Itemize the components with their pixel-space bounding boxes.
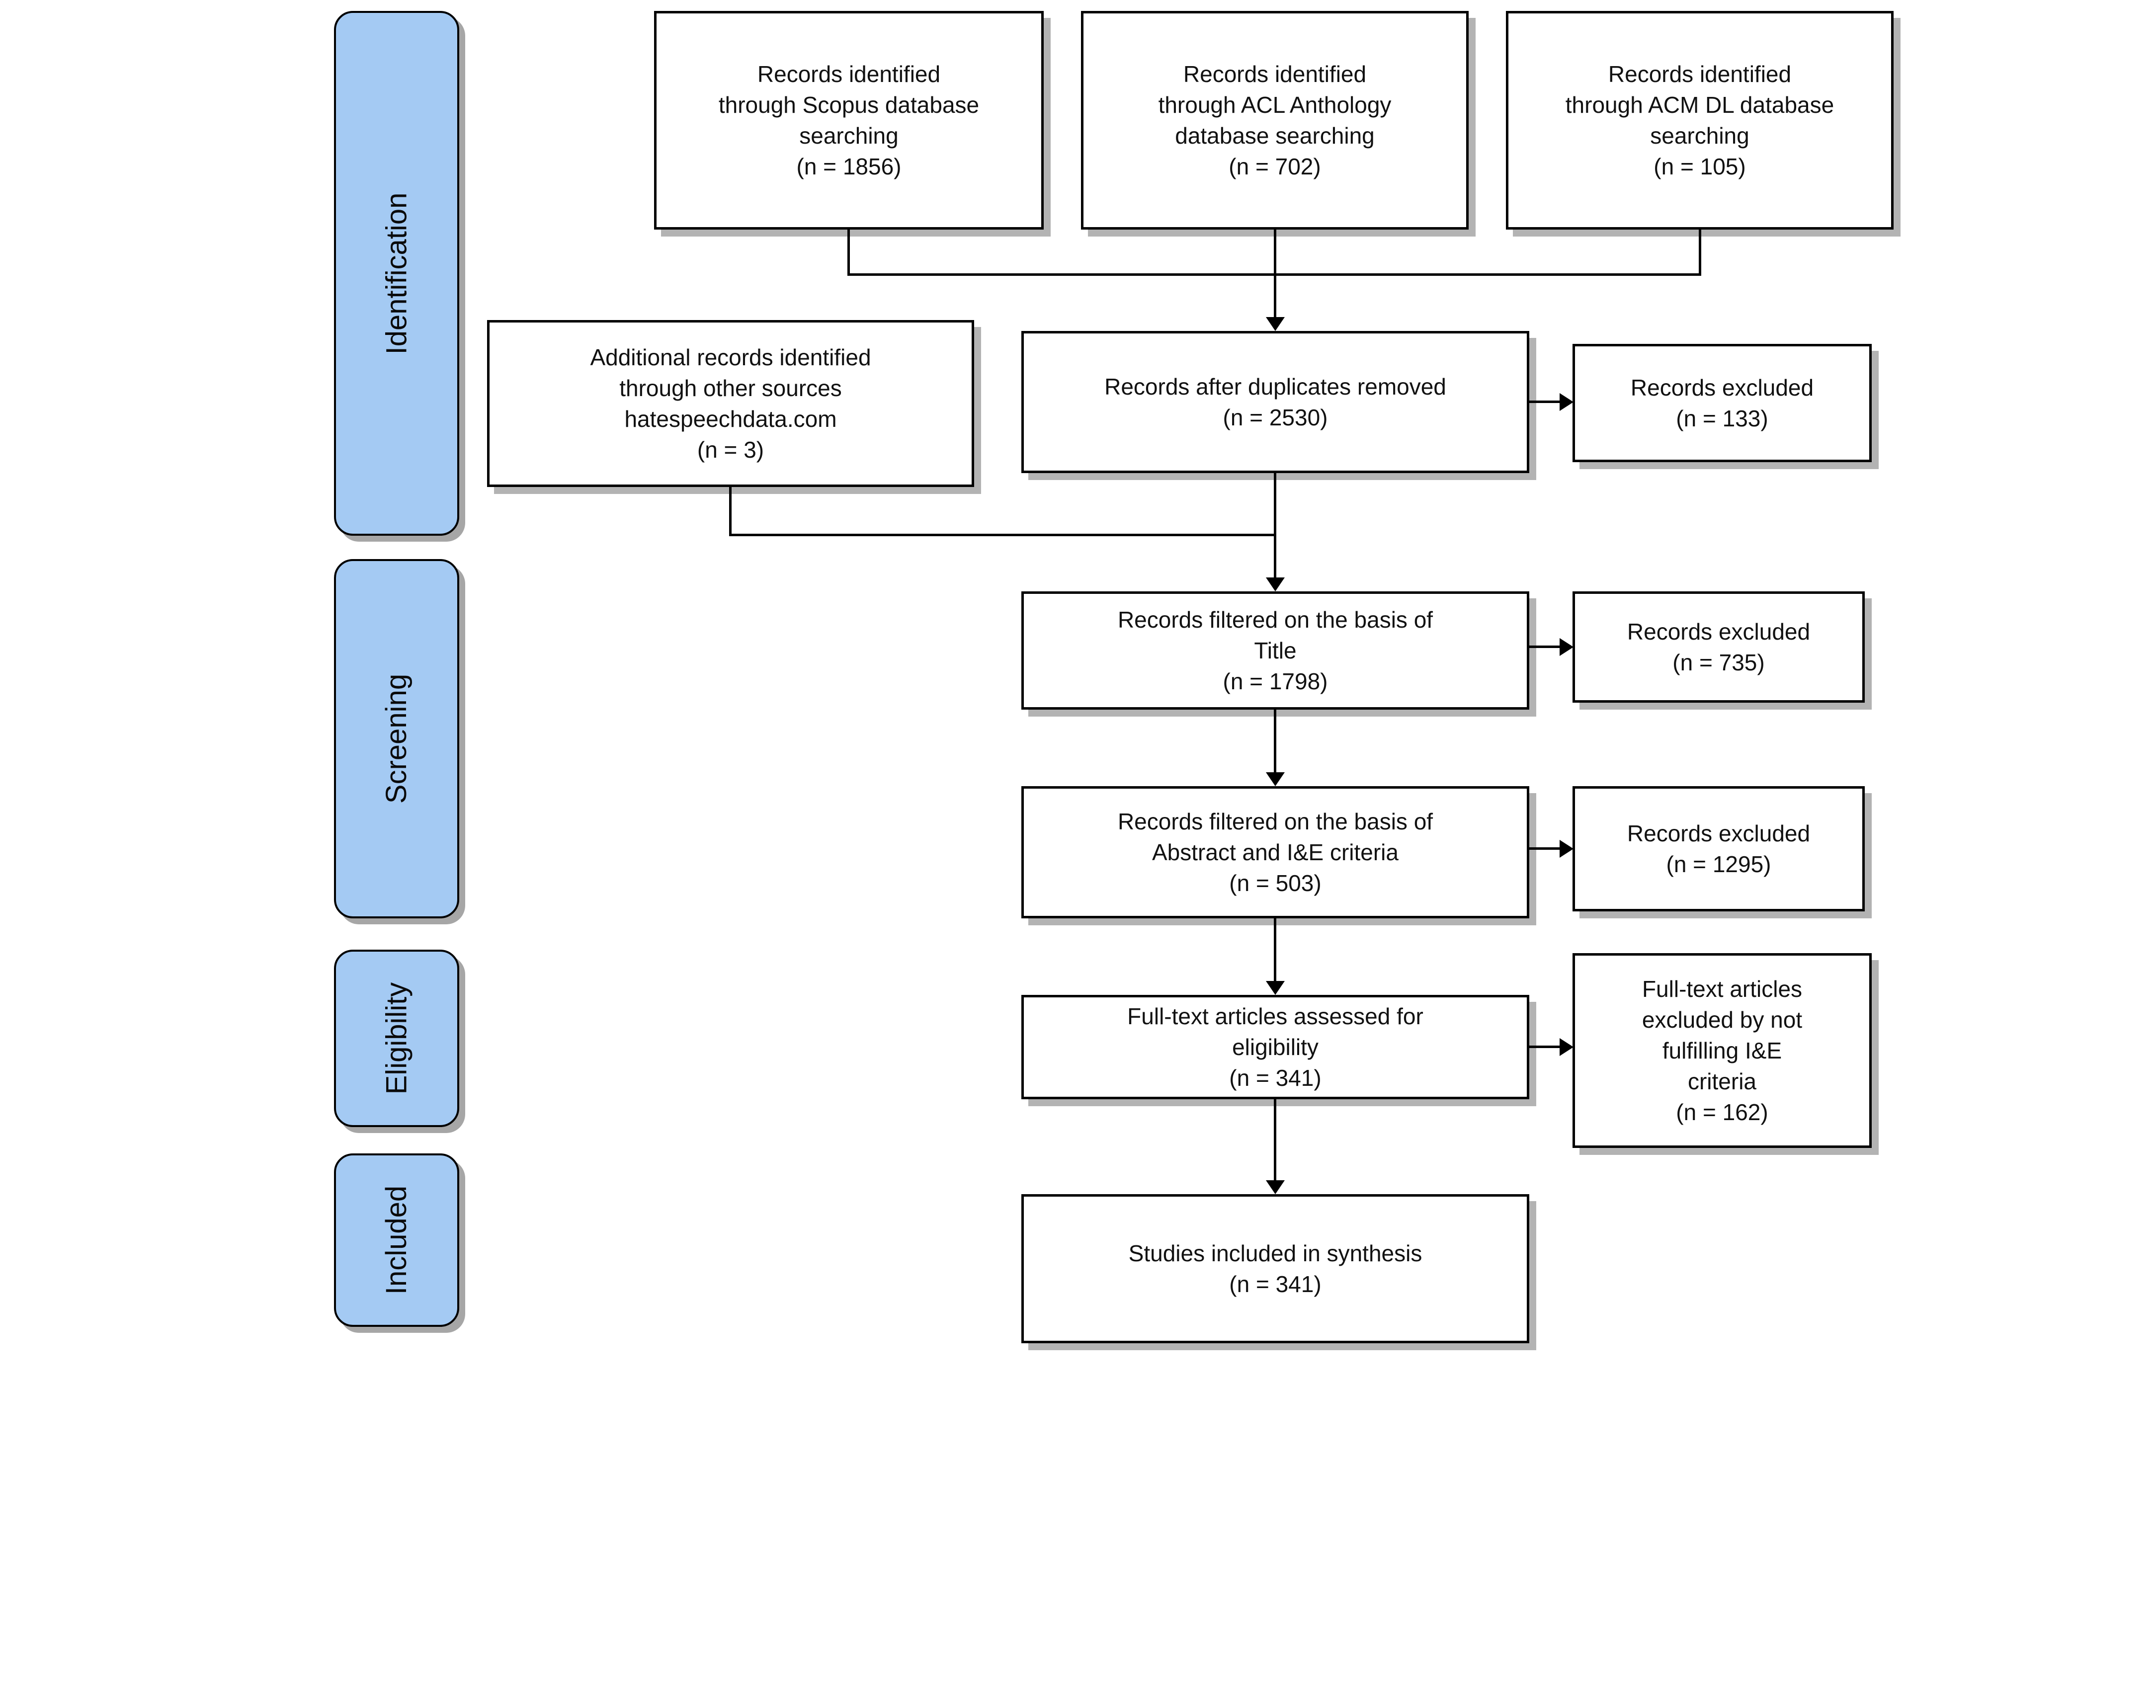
- box-records-excluded-duplicates: Records excluded (n = 133): [1573, 344, 1872, 462]
- arrow-down-icon: [1266, 1180, 1285, 1194]
- box-records-excluded-abstract: Records excluded (n = 1295): [1573, 786, 1865, 911]
- stage-identification-label: Identification: [380, 192, 413, 354]
- box-filtered-abstract: Records filtered on the basis of Abstrac…: [1021, 786, 1529, 918]
- box-fulltext-assessed: Full-text articles assessed for eligibil…: [1021, 995, 1529, 1099]
- box-filtered-title: Records filtered on the basis of Title (…: [1021, 591, 1529, 710]
- connector-acm-stub: [1699, 230, 1701, 276]
- arrow-right-icon: [1560, 393, 1574, 411]
- arrow-down-icon: [1266, 981, 1285, 995]
- box-records-acm-dl: Records identified through ACM DL databa…: [1506, 11, 1894, 230]
- connector-additional-horizontal: [729, 534, 1276, 536]
- arrow-down-icon: [1266, 772, 1285, 786]
- arrow-right-icon: [1560, 1038, 1574, 1056]
- connector-acl-stub: [1274, 230, 1276, 276]
- connector-title-excluded: [1529, 646, 1561, 648]
- connector-fulltext-excluded: [1529, 1046, 1561, 1048]
- box-fulltext-excluded: Full-text articles excluded by not fulfi…: [1573, 953, 1872, 1148]
- connector-abstract-excluded: [1529, 847, 1561, 850]
- connector-scopus-stub: [847, 230, 850, 276]
- connector-abstract-fulltext: [1274, 918, 1276, 984]
- connector-additional-drop: [729, 487, 732, 536]
- stage-identification: Identification: [334, 11, 459, 536]
- stage-eligibility-label: Eligibility: [380, 982, 413, 1095]
- stage-included: Included: [334, 1153, 459, 1327]
- stage-included-label: Included: [380, 1185, 413, 1295]
- stage-screening: Screening: [334, 559, 459, 918]
- arrow-down-icon: [1266, 317, 1285, 331]
- box-records-excluded-title: Records excluded (n = 735): [1573, 591, 1865, 703]
- box-duplicates-removed: Records after duplicates removed (n = 25…: [1021, 331, 1529, 473]
- arrow-down-icon: [1266, 577, 1285, 591]
- box-additional-records: Additional records identified through ot…: [487, 320, 974, 487]
- connector-duplicates-excluded: [1529, 401, 1561, 403]
- arrow-right-icon: [1560, 840, 1574, 858]
- connector-title-abstract: [1274, 710, 1276, 775]
- box-studies-included: Studies included in synthesis (n = 341): [1021, 1194, 1529, 1343]
- box-records-scopus: Records identified through Scopus databa…: [654, 11, 1044, 230]
- stage-eligibility: Eligibility: [334, 950, 459, 1127]
- stage-screening-label: Screening: [380, 673, 413, 804]
- arrow-right-icon: [1560, 638, 1574, 656]
- connector-merge-drop: [1274, 273, 1276, 320]
- connector-duplicates-title: [1274, 473, 1276, 580]
- connector-fulltext-included: [1274, 1099, 1276, 1183]
- box-records-acl-anthology: Records identified through ACL Anthology…: [1081, 11, 1469, 230]
